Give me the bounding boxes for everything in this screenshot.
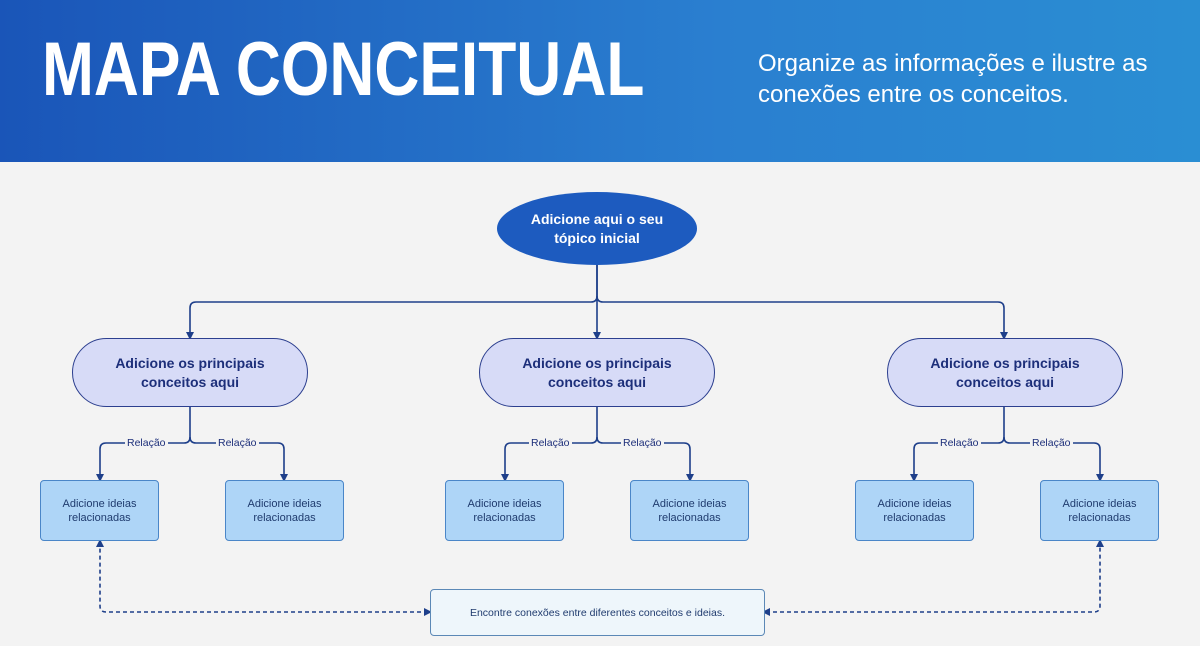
connections-note-box[interactable]: Encontre conexões entre diferentes conce… xyxy=(430,589,765,636)
related-idea-node[interactable]: Adicione ideias relacionadas xyxy=(40,480,159,541)
concept-to-idea-line xyxy=(1003,436,1104,482)
dashed-connection-arrowhead xyxy=(424,608,432,616)
relation-label: Relação xyxy=(621,437,664,449)
root-to-concept-line xyxy=(186,265,598,340)
relation-label: Relação xyxy=(938,437,981,449)
concept-to-idea-line xyxy=(189,436,288,482)
relation-label: Relação xyxy=(529,437,572,449)
page-title: MAPA CONCEITUAL xyxy=(42,27,645,112)
main-concept-node[interactable]: Adicione os principais conceitos aqui xyxy=(887,338,1123,407)
page-subtitle: Organize as informações e ilustre as con… xyxy=(758,50,1148,108)
related-idea-node[interactable]: Adicione ideias relacionadas xyxy=(225,480,344,541)
dashed-connection-line xyxy=(766,539,1104,613)
related-idea-node[interactable]: Adicione ideias relacionadas xyxy=(445,480,564,541)
root-topic-node[interactable]: Adicione aqui o seu tópico inicial xyxy=(497,192,697,265)
related-idea-node[interactable]: Adicione ideias relacionadas xyxy=(855,480,974,541)
relation-label: Relação xyxy=(216,437,259,449)
related-idea-node[interactable]: Adicione ideias relacionadas xyxy=(1040,480,1159,541)
header-banner: MAPA CONCEITUAL Organize as informações … xyxy=(0,0,1200,162)
root-to-concept-line xyxy=(596,295,1008,340)
related-idea-node[interactable]: Adicione ideias relacionadas xyxy=(630,480,749,541)
dashed-connection-line xyxy=(96,539,428,613)
main-concept-node[interactable]: Adicione os principais conceitos aqui xyxy=(72,338,308,407)
dashed-connection-arrowhead xyxy=(762,608,770,616)
relation-label: Relação xyxy=(125,437,168,449)
concept-to-idea-line xyxy=(596,436,694,482)
relation-label: Relação xyxy=(1030,437,1073,449)
main-concept-node[interactable]: Adicione os principais conceitos aqui xyxy=(479,338,715,407)
